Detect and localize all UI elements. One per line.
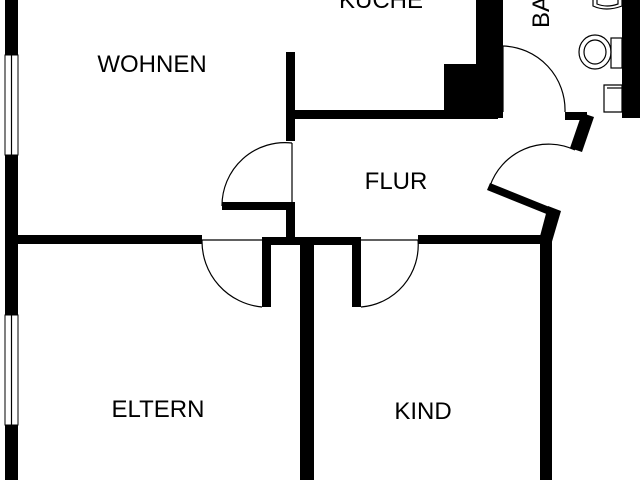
door-bad[interactable] [502, 45, 566, 113]
entrance-door-leaf [487, 183, 552, 215]
door-kind[interactable] [360, 239, 419, 308]
wall-eltern-top-left [18, 235, 202, 244]
wall-wohnen-flur [222, 202, 294, 210]
room-label-bad: BAD [528, 0, 555, 28]
room-label-wohnen: WOHNEN [97, 51, 206, 78]
kitchen-column [444, 64, 478, 112]
wall-kind-right [540, 240, 552, 480]
wall-bad-corner [570, 113, 594, 152]
window-wohnen [4, 54, 19, 156]
wall-flur-top [286, 110, 498, 119]
door-treppenhaus[interactable] [487, 143, 576, 215]
wall-flur-left-upper [286, 119, 295, 141]
wall-kind-corner [539, 206, 561, 245]
wall-flur-left-lower [286, 202, 295, 242]
window-eltern [4, 314, 19, 426]
wall-kind-top-right [418, 235, 548, 244]
door-eltern[interactable] [201, 239, 263, 308]
door-wohnen-flur[interactable] [221, 142, 293, 207]
wall-kueche-right [476, 0, 485, 112]
wall-eltern-kind [300, 240, 314, 480]
room-label-kind: KIND [394, 398, 451, 425]
wall-bad-bottom [565, 112, 587, 120]
wall-bad-right [622, 0, 640, 118]
sink-icon [592, 0, 623, 10]
room-label-flur: FLUR [365, 168, 428, 195]
room-label-kueche: KÜCHE [339, 0, 423, 14]
wall-bad-left [496, 46, 503, 118]
wall-kueche-left [286, 52, 295, 112]
bathtub [603, 84, 623, 113]
eltern-door-jamb [262, 237, 271, 307]
toilet-icon [578, 34, 623, 70]
room-label-eltern: ELTERN [112, 396, 205, 423]
kind-door-jamb [352, 237, 361, 307]
